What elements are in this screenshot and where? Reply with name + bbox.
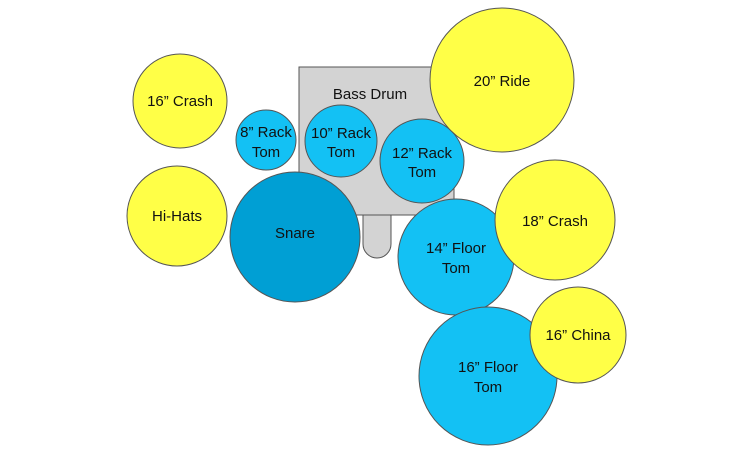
- ride-20-cymbal: 20” Ride: [429, 7, 575, 153]
- hi-hats-cymbal: Hi-Hats: [126, 165, 228, 267]
- floor-tom-16-label-line2: Tom: [474, 379, 502, 396]
- rack-tom-8-label-line2: Tom: [252, 144, 280, 161]
- rack-tom-12: 12” Rack Tom: [379, 118, 465, 204]
- floor-tom-14-label-line2: Tom: [442, 260, 470, 277]
- rack-tom-8-shape: [235, 109, 297, 171]
- china-16-cymbal: 16” China: [529, 286, 627, 384]
- floor-tom-14-label-line1: 14” Floor: [426, 240, 486, 257]
- crash-18-cymbal: 18” Crash: [494, 159, 616, 281]
- china-16-label: 16” China: [545, 327, 611, 344]
- floor-tom-16: 16” Floor Tom: [418, 306, 558, 446]
- snare-shape: [229, 171, 361, 303]
- snare-label: Snare: [275, 225, 315, 242]
- ride-20-shape: [429, 7, 575, 153]
- bass-drum-label: Bass Drum: [333, 86, 407, 103]
- china-16-shape: [529, 286, 627, 384]
- crash-16-cymbal: 16” Crash: [132, 53, 228, 149]
- floor-tom-14: 14” Floor Tom: [397, 198, 515, 316]
- rack-tom-8: 8” Rack Tom: [235, 109, 297, 171]
- rack-tom-10-label-line2: Tom: [327, 144, 355, 161]
- crash-16-label: 16” Crash: [147, 93, 213, 110]
- rack-tom-12-shape: [379, 118, 465, 204]
- rack-tom-12-label-line1: 12” Rack: [392, 145, 453, 162]
- rack-tom-10: 10” Rack Tom: [304, 104, 378, 178]
- floor-tom-16-label-line1: 16” Floor: [458, 359, 518, 376]
- hi-hats-label: Hi-Hats: [152, 208, 202, 225]
- rack-tom-8-label-line1: 8” Rack: [240, 124, 292, 141]
- crash-18-label: 18” Crash: [522, 213, 588, 230]
- rack-tom-12-label-line2: Tom: [408, 164, 436, 181]
- snare-drum: Snare: [229, 171, 361, 303]
- hi-hats-shape: [126, 165, 228, 267]
- ride-20-label: 20” Ride: [474, 73, 531, 90]
- crash-16-shape: [132, 53, 228, 149]
- crash-18-shape: [494, 159, 616, 281]
- rack-tom-10-shape: [304, 104, 378, 178]
- rack-tom-10-label-line1: 10” Rack: [311, 125, 372, 142]
